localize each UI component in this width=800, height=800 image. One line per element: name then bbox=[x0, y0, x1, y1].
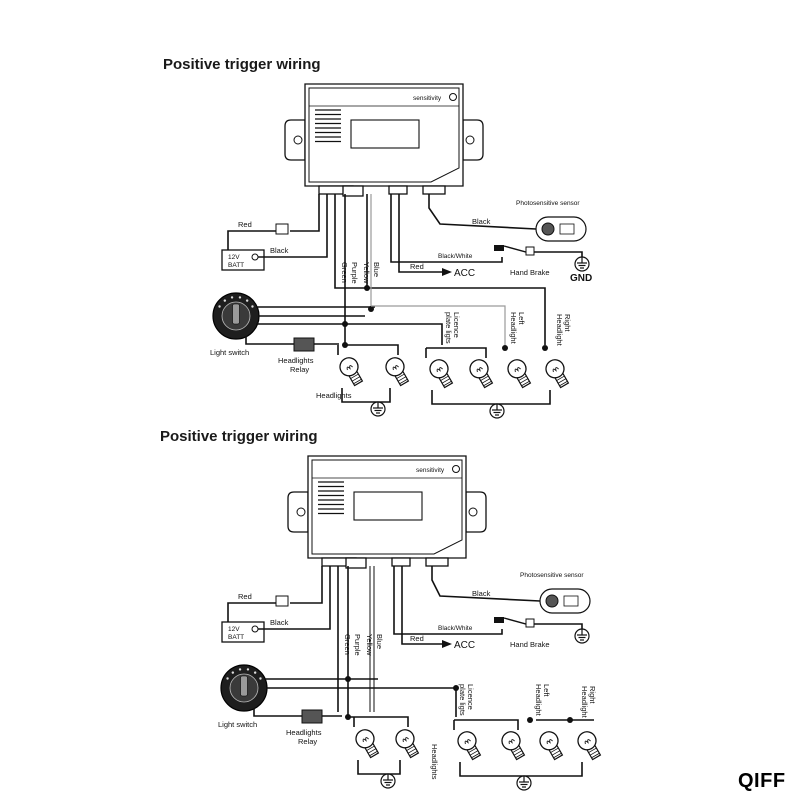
light-switch bbox=[212, 292, 260, 340]
sensitivity-label: sensitivity bbox=[416, 467, 445, 474]
headlights-relay-label-1: Headlights bbox=[278, 356, 314, 365]
photosensitive-sensor-label: Photosensitive sensor bbox=[516, 200, 580, 207]
junction-dot bbox=[368, 306, 374, 312]
wire-label-red-acc: Red bbox=[410, 262, 424, 271]
headlights-relay-label-2: Relay bbox=[298, 737, 317, 746]
arrow-right-icon bbox=[442, 268, 452, 276]
wire-label-black: Black bbox=[270, 618, 289, 627]
wire-label-black-sensor: Black bbox=[472, 217, 491, 226]
left-headlight-label-1: Left bbox=[517, 312, 526, 325]
left-headlight-label-1: Left bbox=[542, 684, 551, 697]
headlights-relay bbox=[293, 337, 315, 352]
bulb-group-2 bbox=[469, 359, 494, 389]
controller-module: sensitivity bbox=[287, 455, 487, 569]
acc-label: ACC bbox=[454, 268, 475, 279]
hand-brake-connector-icon bbox=[494, 617, 538, 628]
photosensitive-sensor bbox=[535, 216, 587, 242]
battery-label: BATT bbox=[228, 634, 244, 641]
fuse-icon bbox=[275, 595, 289, 607]
right-headlight-label-1: Right bbox=[563, 314, 572, 332]
ground-symbol-icon bbox=[380, 773, 396, 789]
bulb-group-1 bbox=[429, 359, 454, 389]
wire-label-red-acc: Red bbox=[410, 634, 424, 643]
junction-dot bbox=[345, 714, 351, 720]
ground-symbol-icon bbox=[574, 256, 590, 272]
headlights-relay bbox=[301, 709, 323, 724]
wire-label-blue: Blue bbox=[375, 634, 384, 649]
arrow-right-icon bbox=[442, 640, 452, 648]
bulb-group-3 bbox=[539, 731, 564, 761]
battery-voltage-label: 12V bbox=[228, 626, 240, 633]
bulb-group-4 bbox=[577, 731, 602, 761]
left-headlight-label-2: Headlight bbox=[509, 312, 518, 345]
bulb-headlight-2 bbox=[385, 357, 410, 387]
photosensitive-sensor-label: Photosensitive sensor bbox=[520, 572, 584, 579]
ground-symbol-icon bbox=[574, 628, 590, 644]
junction-dot bbox=[364, 285, 370, 291]
licence-plate-label-2: plate ligts bbox=[444, 312, 453, 344]
sensitivity-label: sensitivity bbox=[413, 95, 442, 102]
right-headlight-label-2: Headlight bbox=[580, 686, 589, 719]
bulb-group-3 bbox=[507, 359, 532, 389]
junction-dot bbox=[542, 345, 548, 351]
light-switch-label: Light switch bbox=[218, 720, 257, 729]
wire-label-black: Black bbox=[270, 246, 289, 255]
bulb-group-1 bbox=[457, 731, 482, 761]
bulb-headlight-1 bbox=[355, 729, 380, 759]
wire-label-purple: Purple bbox=[350, 262, 359, 284]
light-switch bbox=[220, 664, 268, 712]
ground-symbol-icon bbox=[489, 403, 505, 419]
junction-dot bbox=[567, 717, 573, 723]
junction-dot bbox=[527, 717, 533, 723]
photosensitive-sensor bbox=[539, 588, 591, 614]
ground-symbol-icon bbox=[370, 401, 386, 417]
wire-label-black-white: Black/White bbox=[438, 625, 473, 632]
hand-brake-connector-icon bbox=[494, 245, 538, 256]
junction-dot bbox=[342, 342, 348, 348]
headlights-label: Headlights bbox=[430, 744, 439, 780]
junction-dot bbox=[502, 345, 508, 351]
wire-label-black-sensor: Black bbox=[472, 589, 491, 598]
licence-plate-label-1: Licence bbox=[466, 684, 475, 710]
battery-voltage-label: 12V bbox=[228, 254, 240, 261]
hand-brake-label: Hand Brake bbox=[510, 640, 550, 649]
watermark-logo: QIFF bbox=[738, 770, 786, 792]
licence-plate-label-1: Licence bbox=[452, 312, 461, 338]
bulb-group-4 bbox=[545, 359, 570, 389]
headlights-label: Headlights bbox=[316, 391, 352, 400]
light-switch-label: Light switch bbox=[210, 348, 249, 357]
acc-label: ACC bbox=[454, 640, 475, 651]
ground-symbol-icon bbox=[516, 775, 532, 791]
licence-plate-label-2: plate ligts bbox=[458, 684, 467, 716]
diagram-title: Positive trigger wiring bbox=[160, 428, 318, 445]
hand-brake-label: Hand Brake bbox=[510, 268, 550, 277]
fuse-icon bbox=[275, 223, 289, 235]
diagram-title: Positive trigger wiring bbox=[163, 56, 321, 73]
controller-module: sensitivity bbox=[284, 83, 484, 197]
bulb-headlight-1 bbox=[339, 357, 364, 387]
headlights-relay-label-1: Headlights bbox=[286, 728, 322, 737]
right-headlight-label-1: Right bbox=[588, 686, 597, 704]
headlights-relay-label-2: Relay bbox=[290, 365, 309, 374]
wire-label-blue: Blue bbox=[372, 262, 381, 277]
wire-label-black-white: Black/White bbox=[438, 253, 473, 260]
wire-label-purple: Purple bbox=[353, 634, 362, 656]
left-headlight-label-2: Headlight bbox=[534, 684, 543, 717]
bulb-headlight-2 bbox=[395, 729, 420, 759]
right-headlight-label-2: Headlight bbox=[555, 314, 564, 347]
battery-label: BATT bbox=[228, 262, 244, 269]
bulb-group-2 bbox=[501, 731, 526, 761]
gnd-label: GND bbox=[570, 273, 592, 284]
wire-label-red: Red bbox=[238, 220, 252, 229]
wire-label-red: Red bbox=[238, 592, 252, 601]
junction-dot bbox=[453, 685, 459, 691]
